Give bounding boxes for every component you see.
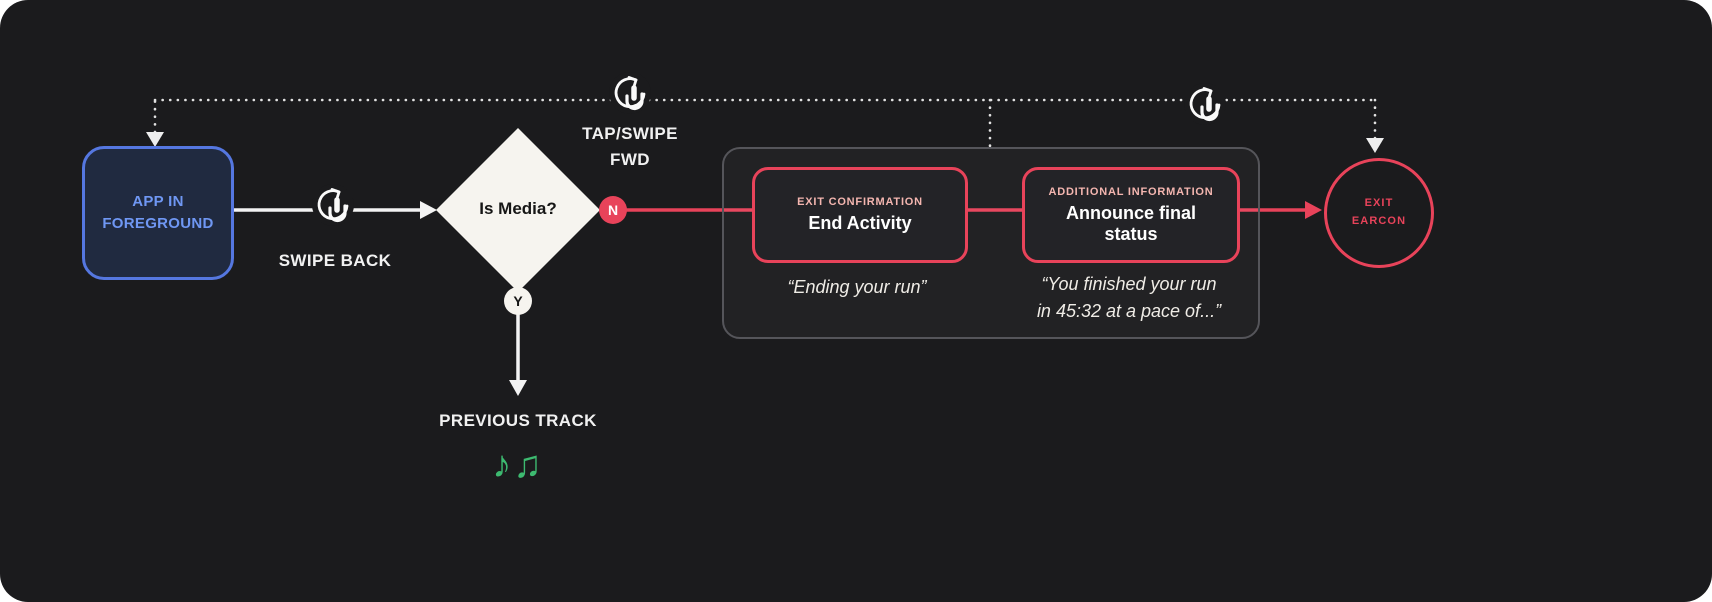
tap-swipe-fwd-gesture-icon [609,72,651,114]
swipe-back-label: SWIPE BACK [278,251,392,270]
additional-information-card: ADDITIONAL INFORMATION Announce final st… [1022,167,1240,263]
no-branch-badge: N [599,196,627,224]
end-activity-title: End Activity [808,213,912,234]
app-in-foreground-node: APP IN FOREGROUND [82,146,234,280]
exit-confirmation-eyebrow: EXIT CONFIRMATION [797,196,923,209]
tap-swipe-fwd-label: TAP/SWIPE FWD [582,124,678,169]
additional-information-eyebrow: ADDITIONAL INFORMATION [1048,185,1214,198]
arrowhead-into-earcon [1366,138,1384,153]
final-status-quote: “You finished your run in 45:32 at a pac… [1036,274,1222,321]
announce-final-status-title: Announce final status [1066,202,1196,244]
music-notes-icon: ♪♫ [492,444,544,486]
dotted-gesture-route [153,98,1377,148]
yes-branch-badge: Y [504,287,532,315]
arrowhead-to-previous-track [509,380,527,396]
white-flow-lines [226,208,520,382]
arrowhead-to-decision [420,201,437,219]
exit-sequence-group [722,147,1260,339]
arrowhead-into-app [146,132,164,147]
forward-gesture-icon [1184,83,1226,125]
exit-earcon-node: EXIT EARCON [1324,158,1434,268]
exit-confirmation-card: EXIT CONFIRMATION End Activity [752,167,968,263]
arrowhead-to-earcon [1305,201,1322,219]
previous-track-label: PREVIOUS TRACK [439,411,597,430]
is-media-label: Is Media? [479,199,557,218]
swipe-back-gesture-icon [312,184,354,226]
ending-your-run-quote: “Ending your run” [787,277,927,297]
